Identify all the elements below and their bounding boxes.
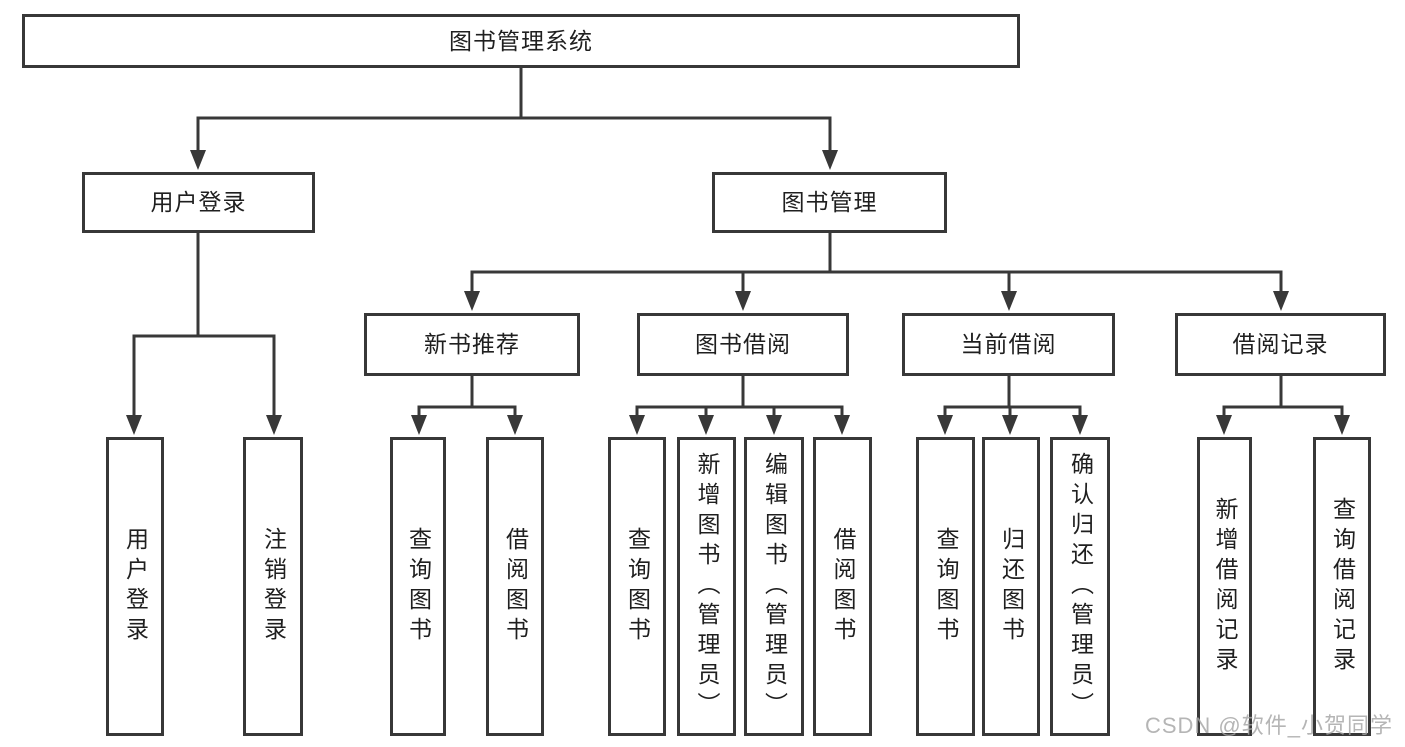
node-current-borrowing: 当前借阅 [902, 313, 1115, 376]
node-new-book-recommend: 新书推荐 [364, 313, 580, 376]
leaf-newbook-query-book: 查询图书 [390, 437, 446, 736]
arrowhead-down-icon [629, 415, 645, 435]
connector-current-borrowing-children [937, 376, 1088, 435]
connector-book-management-children [464, 233, 1289, 311]
connector-user-login-children [126, 233, 282, 435]
connector-new-book-children [411, 376, 523, 435]
arrowhead-down-icon [1072, 415, 1088, 435]
arrowhead-down-icon [1334, 415, 1350, 435]
arrowhead-down-icon [1001, 291, 1017, 311]
node-root-library-system: 图书管理系统 [22, 14, 1020, 68]
arrowhead-down-icon [464, 291, 480, 311]
leaf-user-login: 用户登录 [106, 437, 164, 736]
leaf-current-return-book: 归还图书 [982, 437, 1040, 736]
leaf-borrowing-add-book-admin: 新增图书（管理员） [677, 437, 736, 736]
node-user-login: 用户登录 [82, 172, 315, 233]
arrowhead-down-icon [507, 415, 523, 435]
arrowhead-down-icon [126, 415, 142, 435]
node-book-management: 图书管理 [712, 172, 947, 233]
arrowhead-down-icon [937, 415, 953, 435]
node-book-borrowing: 图书借阅 [637, 313, 849, 376]
arrowhead-down-icon [411, 415, 427, 435]
arrowhead-down-icon [266, 415, 282, 435]
leaf-current-confirm-return-admin: 确认归还（管理员） [1050, 437, 1110, 736]
arrowhead-down-icon [190, 150, 206, 170]
arrowhead-down-icon [822, 150, 838, 170]
connector-borrow-records-children [1216, 376, 1350, 435]
leaf-current-query-book: 查询图书 [916, 437, 975, 736]
arrowhead-down-icon [834, 415, 850, 435]
leaf-newbook-borrow-book: 借阅图书 [486, 437, 544, 736]
csdn-watermark: CSDN @软件_小贺同学 [1144, 713, 1393, 738]
arrowhead-down-icon [735, 291, 751, 311]
leaf-borrowing-edit-book-admin: 编辑图书（管理员） [744, 437, 804, 736]
leaf-logout: 注销登录 [243, 437, 303, 736]
leaf-records-add-record: 新增借阅记录 [1197, 437, 1252, 736]
arrowhead-down-icon [1273, 291, 1289, 311]
connector-root-children [190, 68, 838, 170]
arrowhead-down-icon [698, 415, 714, 435]
arrowhead-down-icon [1216, 415, 1232, 435]
leaf-borrowing-query-book: 查询图书 [608, 437, 666, 736]
leaf-records-query-record: 查询借阅记录 [1313, 437, 1371, 736]
arrowhead-down-icon [766, 415, 782, 435]
arrowhead-down-icon [1002, 415, 1018, 435]
leaf-borrowing-borrow-book: 借阅图书 [813, 437, 872, 736]
connector-book-borrowing-children [629, 376, 850, 435]
node-borrow-records: 借阅记录 [1175, 313, 1386, 376]
